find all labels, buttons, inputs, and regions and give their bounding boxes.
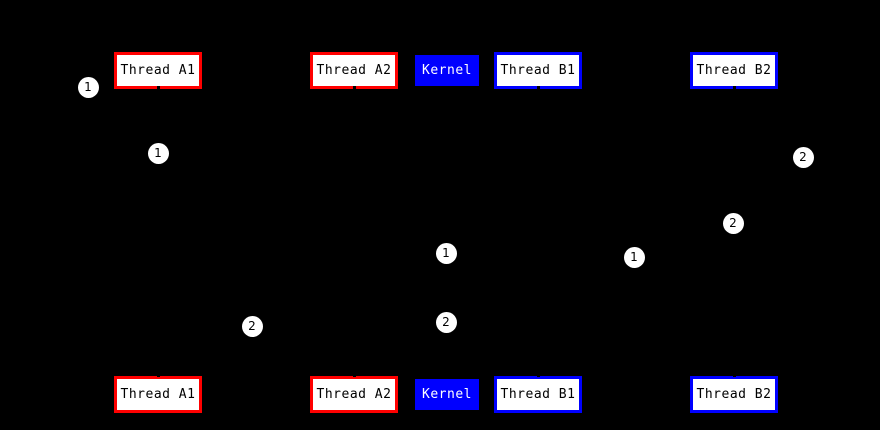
message-arrow-6 xyxy=(447,345,538,346)
participant-label: Kernel xyxy=(422,63,472,78)
step-marker-label: 2 xyxy=(799,150,807,164)
lifeline-notch-b1-top xyxy=(537,86,540,90)
step-marker-label: 2 xyxy=(248,319,256,333)
lifeline-notch-a2-bottom xyxy=(353,373,356,377)
message-arrow-5 xyxy=(158,322,447,323)
lifeline-notch-b2-top xyxy=(733,86,736,90)
lifeline-thread-a2 xyxy=(354,89,355,376)
participant-label: Thread B2 xyxy=(696,63,772,78)
step-marker-7: 2 xyxy=(241,315,263,337)
lifeline-notch-b1-bottom xyxy=(537,373,540,377)
lifeline-kernel xyxy=(447,89,448,376)
participant-thread-b2-bottom[interactable]: Thread B2 xyxy=(690,376,778,413)
lifeline-notch-a1-top xyxy=(157,86,160,90)
participant-label: Thread A1 xyxy=(120,63,196,78)
participant-thread-b1-bottom[interactable]: Thread B1 xyxy=(494,376,582,413)
step-marker-1: 1 xyxy=(77,76,99,98)
participant-thread-a2-top[interactable]: Thread A2 xyxy=(310,52,398,89)
message-arrow-2 xyxy=(538,190,734,191)
message-arrow-4 xyxy=(447,257,538,258)
lifeline-notch-a2-top xyxy=(353,86,356,90)
lifeline-thread-a1 xyxy=(158,89,159,376)
lifeline-notch-b2-bottom xyxy=(733,373,736,377)
step-marker-4: 2 xyxy=(722,212,744,234)
step-marker-6: 1 xyxy=(623,246,645,268)
step-marker-label: 2 xyxy=(442,315,450,329)
participant-thread-a1-bottom[interactable]: Thread A1 xyxy=(114,376,202,413)
participant-label: Thread B1 xyxy=(500,63,576,78)
message-arrow-3 xyxy=(354,253,447,254)
step-marker-label: 1 xyxy=(154,146,162,160)
participant-thread-a2-bottom[interactable]: Thread A2 xyxy=(310,376,398,413)
step-marker-2: 1 xyxy=(147,142,169,164)
participant-thread-b2-top[interactable]: Thread B2 xyxy=(690,52,778,89)
participant-kernel-top[interactable]: Kernel xyxy=(415,55,479,86)
step-marker-8: 2 xyxy=(435,311,457,333)
participant-label: Thread A1 xyxy=(120,387,196,402)
participant-label: Thread B2 xyxy=(696,387,772,402)
lifeline-notch-a1-bottom xyxy=(157,373,160,377)
participant-thread-a1-top[interactable]: Thread A1 xyxy=(114,52,202,89)
participant-kernel-bottom[interactable]: Kernel xyxy=(415,379,479,410)
step-marker-5: 1 xyxy=(435,242,457,264)
lifeline-thread-b1 xyxy=(538,89,539,376)
participant-label: Thread A2 xyxy=(316,63,392,78)
participant-label: Kernel xyxy=(422,387,472,402)
step-marker-label: 1 xyxy=(630,250,638,264)
step-marker-label: 1 xyxy=(84,80,92,94)
participant-thread-b1-top[interactable]: Thread B1 xyxy=(494,52,582,89)
participant-label: Thread A2 xyxy=(316,387,392,402)
message-arrow-1 xyxy=(158,120,354,121)
step-marker-label: 2 xyxy=(729,216,737,230)
participant-label: Thread B1 xyxy=(500,387,576,402)
step-marker-3: 2 xyxy=(792,146,814,168)
step-marker-label: 1 xyxy=(442,246,450,260)
